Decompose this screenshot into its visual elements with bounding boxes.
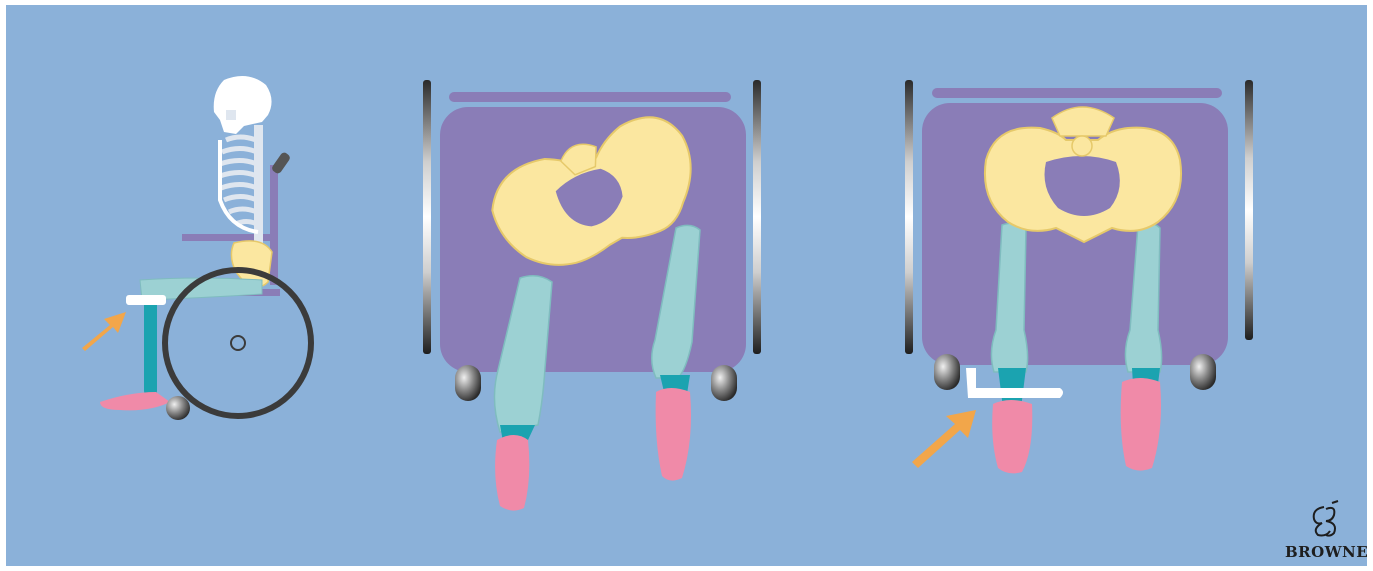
signature-mark-icon bbox=[1304, 499, 1346, 541]
artist-signature: BROWNE bbox=[1285, 499, 1365, 561]
artist-name: BROWNE bbox=[1285, 543, 1365, 561]
